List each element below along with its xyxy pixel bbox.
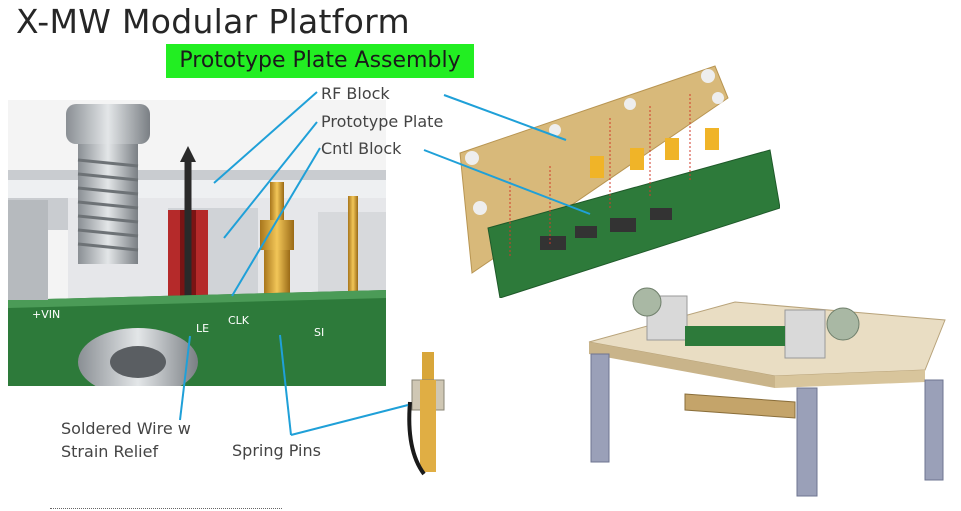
exploded-stack-render (459, 65, 780, 298)
cross-section-render: +VIN CLK LE SI (8, 100, 386, 386)
label-spring-pins: Spring Pins (232, 441, 321, 460)
footer-divider (50, 508, 282, 509)
silkscreen-vin: +VIN (32, 308, 60, 321)
label-rf-block: RF Block (321, 84, 390, 103)
silkscreen-clk: CLK (228, 314, 250, 327)
label-soldered-wire-line1: Soldered Wire w (61, 419, 191, 438)
label-soldered-wire-line2: Strain Relief (61, 442, 159, 461)
label-prototype-plate: Prototype Plate (321, 112, 444, 131)
label-cntl-block: Cntl Block (321, 139, 402, 158)
silkscreen-si: SI (314, 326, 324, 339)
spring-pin-render (407, 352, 445, 476)
page-title: X-MW Modular Platform (16, 2, 410, 41)
page-subtitle: Prototype Plate Assembly (166, 44, 474, 78)
silkscreen-le: LE (196, 322, 209, 335)
assembled-platform-render (588, 287, 946, 497)
